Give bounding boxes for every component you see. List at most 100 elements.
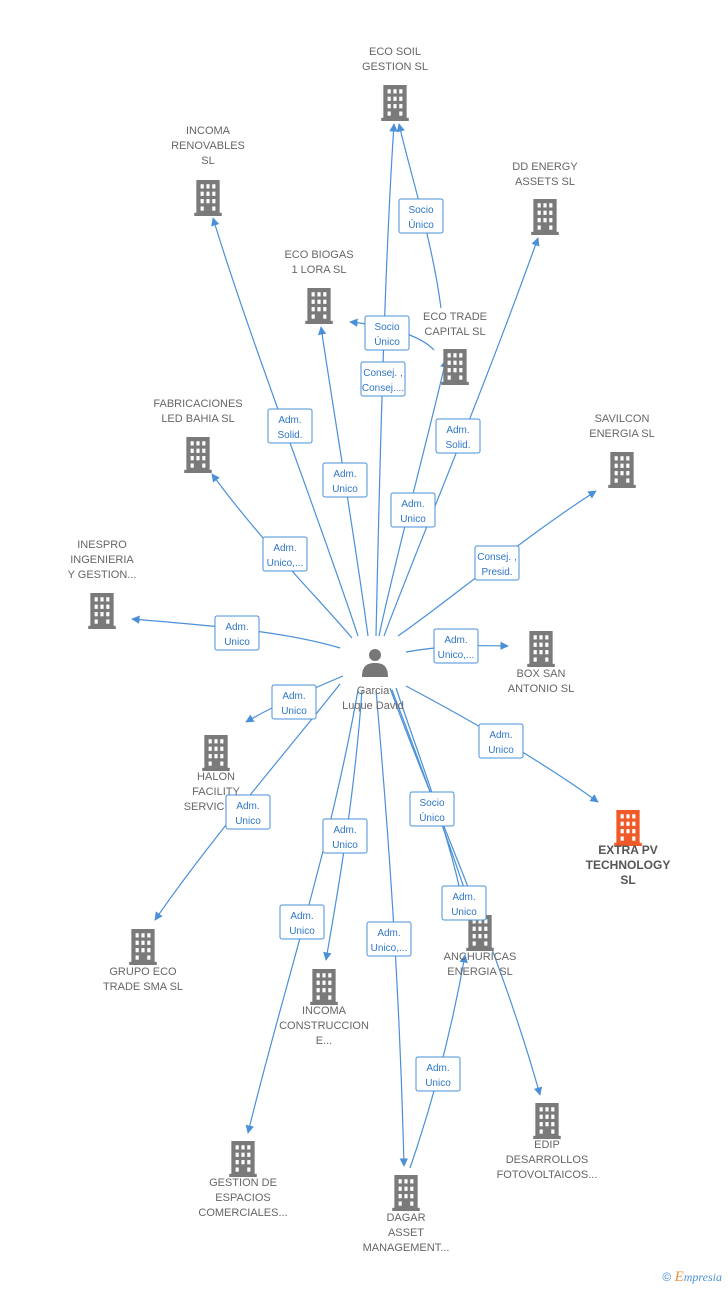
building-icon [527,631,555,667]
company-label: CAPITAL SL [424,326,485,338]
company-node-dagar[interactable]: DAGARASSETMANAGEMENT... [363,1175,450,1254]
building-icon [441,349,469,385]
company-label: INCOMA [302,1005,347,1017]
edge-label-e_anchuricas2[interactable]: Adm.Unico [441,885,487,921]
company-label: ECO SOIL [369,46,421,58]
company-node-edip[interactable]: EDIPDESARROLLOSFOTOVOLTAICOS... [497,1103,598,1181]
edge-label-text: Adm. [290,911,313,922]
company-label: INESPRO [77,539,127,551]
company-label: GESTION SL [362,61,428,73]
edge-label-text: Adm. [333,469,356,480]
edge-label-e_extra_pv[interactable]: Adm.Unico [478,723,524,759]
building-icon [608,452,636,488]
edge-label-text: Unico [425,1078,451,1089]
edge-label-e_gestion[interactable]: Adm. Unico [279,904,325,940]
building-icon [614,810,642,846]
company-label: TECHNOLOGY [586,858,671,872]
company-label: COMERCIALES... [198,1207,287,1219]
edge-label-text: Consej. , [363,368,402,379]
company-label: RENOVABLES [171,140,245,152]
edge-label-e_eco_biogas[interactable]: Adm. Unico [322,462,368,498]
edge-label-text: Unico [332,484,358,495]
company-node-gestion_esp[interactable]: GESTION DE ESPACIOS COMERCIALES... [198,1141,288,1219]
edge-label-text: Unico [451,907,477,918]
building-icon [88,593,116,629]
edge-label-e_eco_trade[interactable]: Adm.Unico [390,492,436,528]
building-icon [533,1103,561,1139]
edge-label-text: Unico,... [371,943,408,954]
edge-label-box [478,723,524,759]
edge-label-text: Adm. [282,691,305,702]
building-icon [305,288,333,324]
company-label: SAVILCON [595,413,650,425]
edge-line-e_eco_soil [375,123,398,637]
edge-label-box [433,628,479,664]
edge-label-e_dagar_anch[interactable]: Adm. Unico [415,1056,461,1092]
company-label: GESTION DE [209,1177,277,1189]
edge-label-text: Adm. [401,499,424,510]
edge-label-text: Socio [408,205,433,216]
person-icon [362,649,388,677]
company-label: ANCHURICAS [444,951,517,963]
edge-label-text: Adm. [225,622,248,633]
edge-label-text: Adm. [426,1063,449,1074]
edge-label-text: Presid. [481,567,512,578]
edge-label-e_savilcon[interactable]: Consej. ,Presid. [474,545,520,581]
edge-label-e_eco_soil[interactable]: Consej. , Consej.... [360,361,406,397]
edge-label-text: Adm. [273,543,296,554]
company-label: ESPACIOS [215,1192,270,1204]
company-label: EDIP [534,1139,560,1151]
edge-label-text: Socio [374,322,399,333]
edge-label-box [322,818,368,854]
company-label: SL [620,873,635,887]
company-node-incoma_const[interactable]: INCOMACONSTRUCCIONE... [279,969,369,1047]
building-icon [229,1141,257,1177]
edge-label-e_dagar[interactable]: Adm.Unico,... [366,921,412,957]
edge-label-e_halon[interactable]: Adm.Unico [271,684,317,720]
edge-label-e_grupo_eco[interactable]: Adm.Unico [225,794,271,830]
edge-label-text: Adm. [489,730,512,741]
edge-label-text: Adm. [444,635,467,646]
edge-label-box [360,361,406,397]
edge-label-text: Solid. [445,440,470,451]
edge-label-e_dd_energy[interactable]: Adm.Solid. [435,418,481,454]
edge-label-e_fabricaciones[interactable]: Adm.Unico,... [262,536,308,572]
company-label: FABRICACIONES [153,398,242,410]
edge-line-e_dd_energy [383,237,540,637]
edge-label-text: Único [419,811,445,824]
company-node-eco_soil[interactable]: ECO SOIL GESTION SL [362,46,428,121]
company-label: ASSETS SL [515,176,575,188]
edge-label-e_box_san[interactable]: Adm. Unico,... [433,628,479,664]
edge-label-box [267,408,313,444]
edge-label-text: Unico,... [438,650,475,661]
edge-label-e_incoma_const[interactable]: Adm.Unico [322,818,368,854]
edge-label-box [322,462,368,498]
edge-label-box [366,921,412,957]
edge-label-text: Consej.... [362,383,404,394]
edge-label-text: Unico [332,840,358,851]
company-label: 1 LORA SL [291,264,346,276]
edge-label-e_inespro[interactable]: Adm.Unico [214,615,260,651]
edge-label-text: Unico [289,926,315,937]
edge-label-box [415,1056,461,1092]
building-icon [531,199,559,235]
edge-label-e_incoma_ren[interactable]: Adm.Solid. [267,408,313,444]
edge-label-box [398,198,444,234]
company-label: MANAGEMENT... [363,1242,450,1254]
building-icon [310,969,338,1005]
